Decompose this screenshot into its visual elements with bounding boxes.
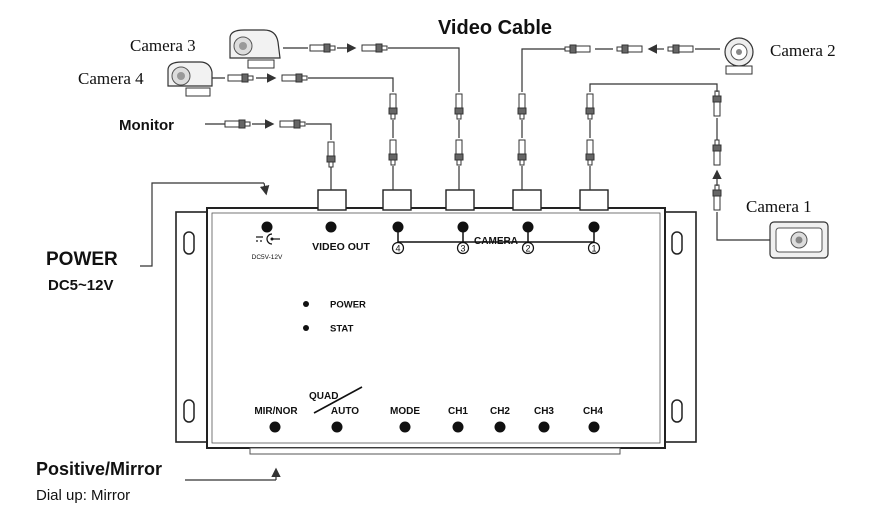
power-title: POWER [46, 249, 118, 270]
screw-slot [183, 231, 195, 255]
positive-mirror-note: Dial up: Mirror [36, 487, 130, 504]
camera2-port-housing [512, 189, 542, 211]
status-leds: POWER STAT [303, 300, 366, 335]
ch2-label: CH2 [490, 406, 510, 417]
ch4-label: CH4 [583, 406, 603, 417]
auto-label: AUTO [331, 406, 359, 417]
video-out-label: VIDEO OUT [312, 241, 370, 253]
port-number-3: 3 [460, 244, 465, 254]
camera3-device [229, 29, 281, 69]
quad-auto-divider [313, 386, 363, 414]
camera3-port-housing [445, 189, 475, 211]
camera4-label: Camera 4 [78, 69, 144, 88]
camera1-label: Camera 1 [746, 197, 812, 216]
dc-icon-caption: DC5V-12V [252, 254, 283, 261]
ch3-button[interactable] [538, 421, 550, 433]
mode-button[interactable] [399, 421, 411, 433]
camera1-port-housing [579, 189, 609, 211]
screw-slot [671, 231, 683, 255]
screw-slot [183, 399, 195, 423]
stat-led [303, 325, 309, 331]
monitor-label: Monitor [119, 117, 174, 134]
camera4-device [167, 61, 213, 97]
camera1-device [769, 221, 829, 259]
mode-label: MODE [390, 406, 420, 417]
camera1-jack[interactable] [588, 221, 600, 233]
top-ports [317, 189, 609, 211]
power-led [303, 301, 309, 307]
video-out-jack[interactable] [325, 221, 337, 233]
quad-splitter-device [175, 207, 697, 455]
port-number-2: 2 [525, 244, 530, 254]
camera4-port-housing [382, 189, 412, 211]
power-led-label: POWER [330, 300, 366, 311]
quad-auto-switch[interactable] [331, 421, 343, 433]
stat-led-label: STAT [330, 324, 354, 335]
power-voltage: DC5~12V [48, 277, 113, 294]
mir-nor-label: MIR/NOR [254, 406, 298, 417]
camera-label: CAMERA [474, 236, 518, 247]
screw-slot [671, 399, 683, 423]
dc-power-icon [256, 233, 280, 245]
camera4-jack[interactable] [392, 221, 404, 233]
ch1-button[interactable] [452, 421, 464, 433]
power-jack[interactable] [261, 221, 273, 233]
camera2-label: Camera 2 [770, 41, 836, 60]
panel-jacks: 4 3 2 1 DC5V-12V VIDEO OUT CAMERA [252, 221, 601, 261]
positive-mirror-title: Positive/Mirror [36, 459, 162, 479]
video-out-port-housing [317, 189, 347, 211]
ch1-label: CH1 [448, 406, 468, 417]
camera3-label: Camera 3 [130, 36, 196, 55]
ch3-label: CH3 [534, 406, 554, 417]
cables [140, 43, 770, 481]
video-cable-title: Video Cable [438, 17, 552, 39]
ch4-button[interactable] [588, 421, 600, 433]
camera2-device [724, 37, 754, 75]
bottom-panel: QUAD MIR/NOR AUTO MODE CH1 CH2 CH3 CH4 [254, 386, 603, 433]
port-number-1: 1 [591, 244, 596, 254]
camera3-jack[interactable] [457, 221, 469, 233]
quad-label: QUAD [309, 391, 338, 402]
port-number-4: 4 [395, 244, 400, 254]
camera2-jack[interactable] [522, 221, 534, 233]
mir-nor-switch[interactable] [269, 421, 281, 433]
ch2-button[interactable] [494, 421, 506, 433]
